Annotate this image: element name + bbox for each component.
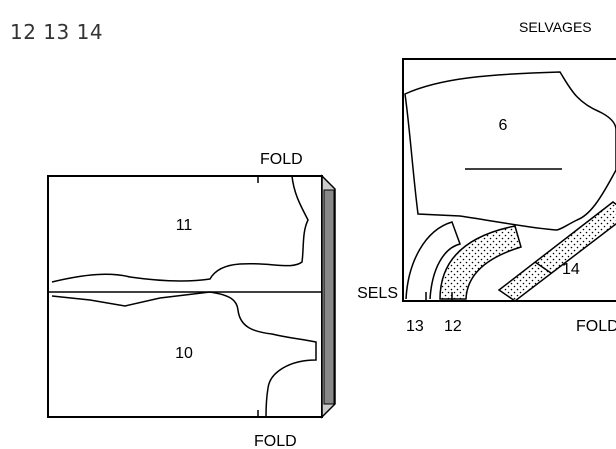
left-fabric-layout: FOLD FOLD 11 10	[47, 151, 336, 449]
right-fabric-rect	[402, 58, 616, 302]
piece-6-label: 6	[499, 117, 508, 134]
piece-14-notch	[534, 261, 552, 274]
sels-label: SELS	[357, 285, 398, 302]
fold-bar	[323, 189, 335, 405]
piece-14-outline	[497, 201, 616, 302]
pieces-header-text: 12 13 14	[10, 20, 104, 44]
piece-13-bottom-label: 13	[406, 318, 424, 335]
selvages-label: SELVAGES	[519, 19, 592, 35]
piece-10-outline	[51, 291, 317, 418]
piece-11-outline	[51, 175, 309, 283]
fold-label-top-left: FOLD	[260, 151, 303, 168]
left-fabric-rect	[47, 175, 323, 418]
fold-label-bottom-left: FOLD	[254, 433, 297, 449]
piece-11-label: 11	[176, 217, 193, 234]
piece-6-outline	[404, 71, 616, 231]
piece-12-outline	[439, 225, 522, 300]
piece-10-label: 10	[175, 345, 193, 362]
piece-13-outline	[405, 221, 461, 300]
piece-12-bottom-label: 12	[444, 318, 462, 335]
piece-14-label: 14	[562, 261, 580, 278]
right-fabric-layout: 6 14 SELS 13 12 FOLD SELVAGES	[357, 19, 616, 335]
fold-label-right: FOLD	[576, 318, 616, 335]
